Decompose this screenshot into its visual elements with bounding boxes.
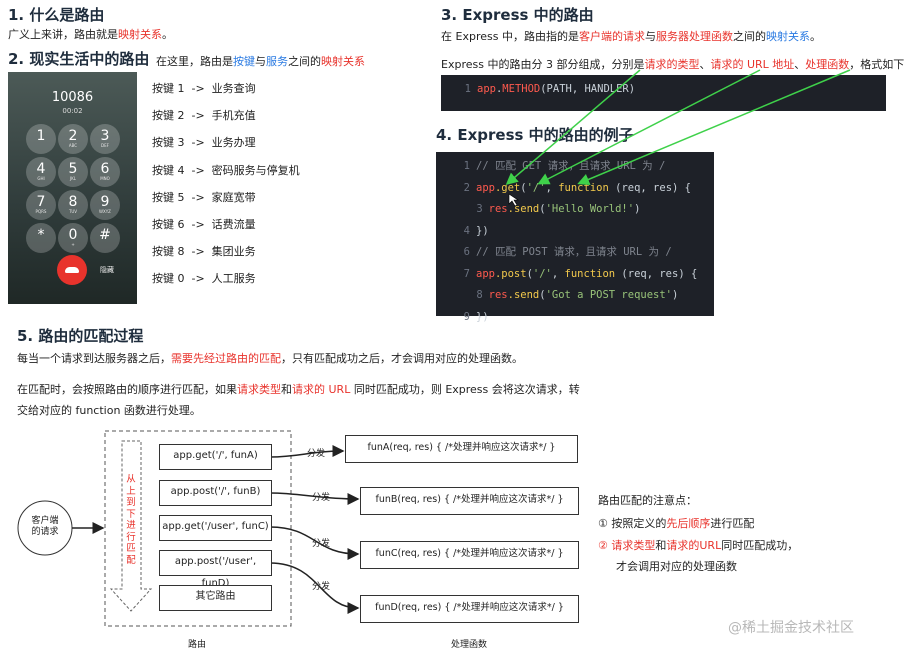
keypad-key[interactable]: 1 xyxy=(26,124,56,154)
ivr-menu-item: 按键 1 -> 业务查询 xyxy=(152,82,256,95)
ivr-menu-item: 按键 6 -> 话费流量 xyxy=(152,218,256,231)
keypad-letters: PQRS xyxy=(35,209,47,214)
keypad-digit: 6 xyxy=(100,161,110,177)
dispatch-arrow-a xyxy=(269,445,345,458)
handler-box-b: funB(req, res) { /*处理并响应这次请求*/ } xyxy=(360,487,579,515)
client-label: 客户端的请求 xyxy=(31,516,59,537)
keypad-key[interactable]: # xyxy=(90,223,120,253)
section-4-title: 4. Express 中的路由的例子 xyxy=(436,126,634,144)
route-box-other: 其它路由 xyxy=(159,585,272,611)
keypad-digit: 2 xyxy=(68,128,78,144)
section-5-title: 5. 路由的匹配过程 xyxy=(17,327,144,345)
routes-caption: 路由 xyxy=(188,640,207,650)
keypad-digit: # xyxy=(99,227,111,243)
keypad-letters: GHI xyxy=(37,176,45,181)
ivr-menu-item: 按键 5 -> 家庭宽带 xyxy=(152,190,256,204)
handler-box-d: funD(req, res) { /*处理并响应这次请求*/ } xyxy=(360,595,579,623)
keypad-digit: 9 xyxy=(100,194,110,210)
arrow-path xyxy=(537,69,761,185)
section-5-para-3: 交给对应的 function 函数进行处理。 xyxy=(17,404,201,417)
section-1-title: 1. 什么是路由 xyxy=(8,6,105,24)
dispatch-label-a: 分发 xyxy=(307,449,326,459)
section-3-title: 3. Express 中的路由 xyxy=(441,6,594,24)
keypad-digit: 4 xyxy=(36,161,46,177)
keypad-digit: 8 xyxy=(68,194,78,210)
keypad-letters: JKL xyxy=(69,176,77,181)
section-2-desc: 在这里，路由是按键与服务之间的映射关系 xyxy=(156,55,365,68)
keypad-digit: 0 xyxy=(68,227,78,243)
route-box-a: app.get('/', funA) xyxy=(159,444,272,470)
keypad-digit: 3 xyxy=(100,128,110,144)
keypad-digit: 7 xyxy=(36,194,46,210)
section-5-para-2: 在匹配时，会按照路由的顺序进行匹配，如果请求类型和请求的 URL 同时匹配成功，… xyxy=(17,383,580,396)
dispatch-arrow-d xyxy=(269,562,360,614)
dispatch-arrow-c xyxy=(269,526,360,560)
keypad-digit: 1 xyxy=(36,128,46,144)
note-2: ② 请求类型和请求的URL同时匹配成功， xyxy=(598,539,799,552)
handlers-caption: 处理函数 xyxy=(451,640,488,650)
keypad-digit: * xyxy=(37,227,45,243)
note-1: ① 按照定义的先后顺序进行匹配 xyxy=(598,517,755,530)
section-3-desc-1: 在 Express 中，路由指的是客户端的请求与服务器处理函数之间的映射关系。 xyxy=(441,30,821,43)
dispatch-label-c: 分发 xyxy=(312,539,331,549)
note-3: 才会调用对应的处理函数 xyxy=(616,560,737,573)
route-box-b: app.post('/', funB) xyxy=(159,480,272,506)
ivr-menu-item: 按键 2 -> 手机充值 xyxy=(152,109,256,123)
route-box-c: app.get('/user', funC) xyxy=(159,515,272,541)
top-down-arrow xyxy=(109,440,153,612)
hangup-button[interactable] xyxy=(57,255,87,285)
phone-number: 10086 xyxy=(51,90,94,105)
call-timer: 00:02 xyxy=(62,107,83,115)
arrow-handler xyxy=(577,69,851,186)
handler-box-c: funC(req, res) { /*处理并响应这次请求*/ } xyxy=(360,541,579,569)
notes-title: 路由匹配的注意点： xyxy=(598,494,697,507)
keypad-letters: WXYZ xyxy=(99,209,111,214)
route-box-d: app.post('/user', funD) xyxy=(159,550,272,589)
arrow-method xyxy=(505,69,641,185)
phone-hangup-icon xyxy=(65,267,79,273)
section-2-title: 2. 现实生活中的路由 xyxy=(8,50,150,68)
ivr-menu-item: 按键 8 -> 集团业务 xyxy=(152,245,256,259)
dispatch-label-d: 分发 xyxy=(312,582,331,592)
ivr-menu-item: 按键 3 -> 业务办理 xyxy=(152,136,256,150)
hide-keypad-label[interactable]: 隐藏 xyxy=(100,266,114,274)
top-down-label: 从上到下进行匹配 xyxy=(126,474,136,566)
dispatch-label-b: 分发 xyxy=(312,493,331,503)
ivr-menu-item: 按键 4 -> 密码服务与停复机 xyxy=(152,163,300,177)
section-1-desc: 广义上来讲，路由就是映射关系。 xyxy=(8,28,173,41)
section-3-desc-2: Express 中的路由分 3 部分组成，分别是请求的类型、请求的 URL 地址… xyxy=(441,58,906,71)
handler-box-a: funA(req, res) { /*处理并响应这次请求*/ } xyxy=(345,435,578,463)
section-5-para-1: 每当一个请求到达服务器之后，需要先经过路由的匹配，只有匹配成功之后，才会调用对应… xyxy=(17,352,523,365)
dispatch-arrow-b xyxy=(269,492,360,505)
keypad-key[interactable]: 0+ xyxy=(58,223,88,253)
ivr-menu-item: 按键 0 -> 人工服务 xyxy=(152,272,256,286)
keypad-letters: ABC xyxy=(68,143,78,148)
keypad-letters: MNO xyxy=(100,176,110,181)
keypad-digit: 5 xyxy=(68,161,78,177)
keypad-letters: + xyxy=(71,242,75,247)
keypad-key[interactable]: * xyxy=(26,223,56,253)
mouse-cursor-icon xyxy=(508,193,519,207)
watermark: @稀土掘金技术社区 xyxy=(728,620,854,636)
keypad-letters: DEF xyxy=(101,143,109,148)
keypad-letters: TUV xyxy=(68,209,78,214)
router-container xyxy=(104,430,292,627)
